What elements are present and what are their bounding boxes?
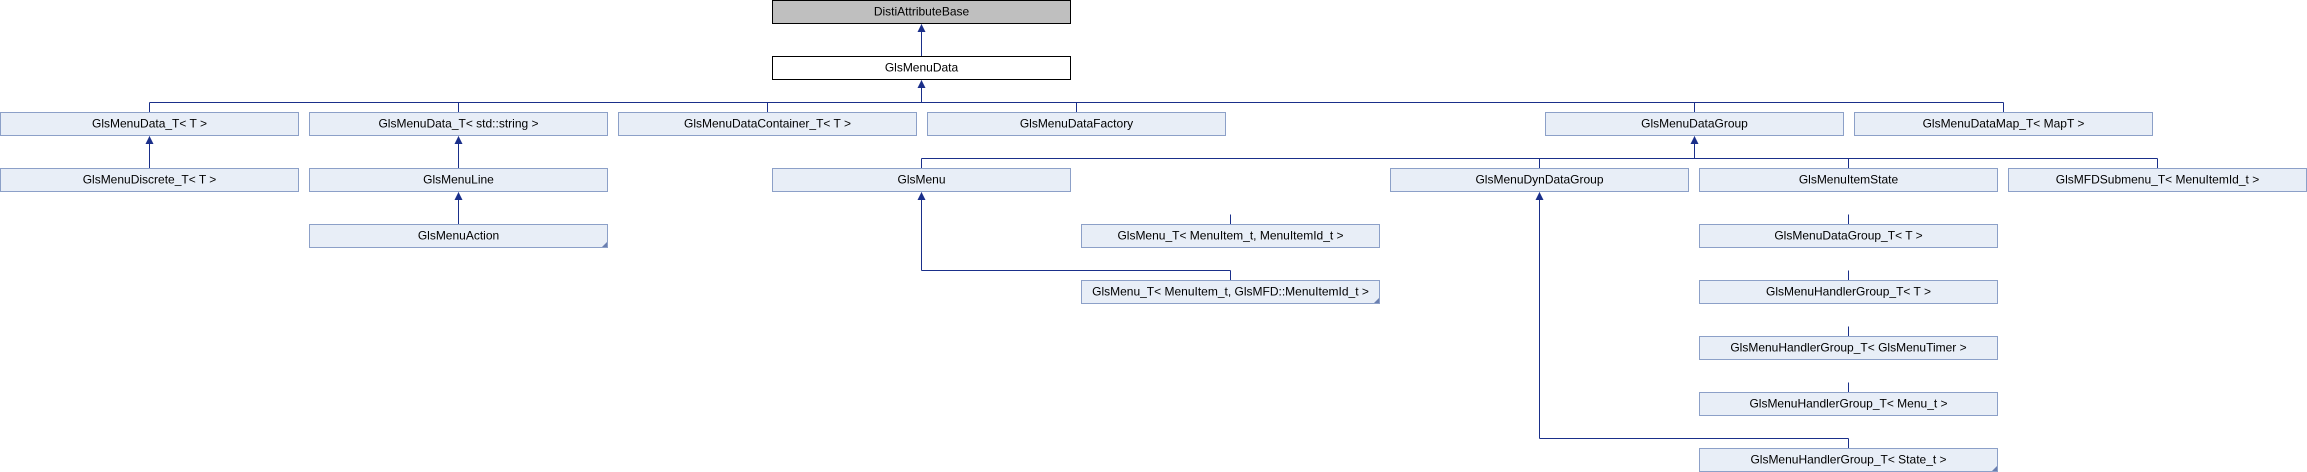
truncated-corner-marker	[1992, 466, 1997, 471]
inheritance-arrowhead	[1535, 192, 1544, 200]
class-box	[309, 112, 608, 136]
class-box	[772, 56, 1071, 80]
class-node-menu_t1[interactable]: GlsMenu_T< MenuItem_t, MenuItemId_t >	[1081, 224, 1380, 248]
class-node-mfdsubmenu[interactable]: GlsMFDSubmenu_T< MenuItemId_t >	[2008, 168, 2307, 192]
class-name: GlsMenuData_T< std::string >	[378, 117, 538, 131]
class-node-handler_menu[interactable]: GlsMenuHandlerGroup_T< Menu_t >	[1699, 392, 1998, 416]
class-node-menu_t2[interactable]: GlsMenu_T< MenuItem_t, GlsMFD::MenuItemI…	[1081, 280, 1380, 304]
class-node-handler_t[interactable]: GlsMenuHandlerGroup_T< T >	[1699, 280, 1998, 304]
class-name: GlsMenu_T< MenuItem_t, MenuItemId_t >	[1117, 229, 1343, 243]
class-box	[772, 0, 1071, 24]
class-node-dyngroup[interactable]: GlsMenuDynDataGroup	[1390, 168, 1689, 192]
class-node-container_t[interactable]: GlsMenuDataContainer_T< T >	[618, 112, 917, 136]
class-name: GlsMenuHandlerGroup_T< Menu_t >	[1749, 397, 1947, 411]
class-name: GlsMenuDataGroup	[1641, 117, 1748, 131]
class-box	[1854, 112, 2153, 136]
class-box	[1390, 168, 1689, 192]
inheritance-arrowhead	[454, 192, 463, 200]
class-box	[1081, 224, 1380, 248]
class-name: GlsMenu	[897, 173, 945, 187]
inheritance-arrowhead	[917, 24, 926, 32]
class-name: GlsMenuAction	[418, 229, 499, 243]
class-name: GlsMenuDataContainer_T< T >	[684, 117, 851, 131]
class-node-menudata_string[interactable]: GlsMenuData_T< std::string >	[309, 112, 608, 136]
inheritance-edges	[145, 24, 2158, 449]
class-node-itemstate[interactable]: GlsMenuItemState	[1699, 168, 1998, 192]
class-box	[0, 112, 299, 136]
class-node-handler_timer[interactable]: GlsMenuHandlerGroup_T< GlsMenuTimer >	[1699, 336, 1998, 360]
class-name: GlsMenuDataGroup_T< T >	[1774, 229, 1922, 243]
truncated-corner-marker	[602, 242, 607, 247]
class-node-datamap[interactable]: GlsMenuDataMap_T< MapT >	[1854, 112, 2153, 136]
class-name: GlsMenuData	[885, 61, 959, 75]
class-name: GlsMenuHandlerGroup_T< State_t >	[1750, 453, 1946, 467]
class-box	[309, 168, 608, 192]
class-box	[1699, 392, 1998, 416]
class-node-distiattrbase[interactable]: DistiAttributeBase	[772, 0, 1071, 24]
class-box	[1699, 168, 1998, 192]
class-box	[1545, 112, 1844, 136]
class-name: GlsMenuItemState	[1799, 173, 1899, 187]
class-node-menudata_t[interactable]: GlsMenuData_T< T >	[0, 112, 299, 136]
class-node-glsmenudata[interactable]: GlsMenuData	[772, 56, 1071, 80]
class-name: GlsMenuHandlerGroup_T< GlsMenuTimer >	[1730, 341, 1966, 355]
class-node-discrete[interactable]: GlsMenuDiscrete_T< T >	[0, 168, 299, 192]
class-box	[0, 168, 299, 192]
class-name: GlsMenuLine	[423, 173, 494, 187]
class-box	[1699, 224, 1998, 248]
class-name: GlsMenuDiscrete_T< T >	[83, 173, 217, 187]
class-node-datagroup_t[interactable]: GlsMenuDataGroup_T< T >	[1699, 224, 1998, 248]
inheritance-arrowhead	[917, 192, 926, 200]
inheritance-arrowhead	[454, 136, 463, 144]
class-name: DistiAttributeBase	[874, 5, 970, 19]
class-name: GlsMenuData_T< T >	[92, 117, 207, 131]
class-name: GlsMenuDynDataGroup	[1475, 173, 1603, 187]
class-name: GlsMenuHandlerGroup_T< T >	[1766, 285, 1931, 299]
class-name: GlsMenu_T< MenuItem_t, GlsMFD::MenuItemI…	[1092, 285, 1369, 299]
class-node-factory[interactable]: GlsMenuDataFactory	[927, 112, 1226, 136]
class-box	[618, 112, 917, 136]
class-node-menuline[interactable]: GlsMenuLine	[309, 168, 608, 192]
class-name: GlsMenuDataMap_T< MapT >	[1923, 117, 2085, 131]
truncated-corner-marker	[1374, 298, 1379, 303]
class-box	[1699, 336, 1998, 360]
class-box	[309, 224, 608, 248]
inheritance-arrowhead	[917, 80, 926, 88]
class-name: GlsMenuDataFactory	[1020, 117, 1133, 131]
inheritance-arrowhead	[1690, 136, 1699, 144]
class-box	[927, 112, 1226, 136]
class-node-menuaction[interactable]: GlsMenuAction	[309, 224, 608, 248]
class-node-datagroup[interactable]: GlsMenuDataGroup	[1545, 112, 1844, 136]
class-box	[1699, 280, 1998, 304]
class-box	[1081, 280, 1380, 304]
inheritance-arrowhead	[145, 136, 154, 144]
class-box	[772, 168, 1071, 192]
class-node-handler_state[interactable]: GlsMenuHandlerGroup_T< State_t >	[1699, 448, 1998, 472]
class-node-glsmenu[interactable]: GlsMenu	[772, 168, 1071, 192]
class-name: GlsMFDSubmenu_T< MenuItemId_t >	[2056, 173, 2259, 187]
